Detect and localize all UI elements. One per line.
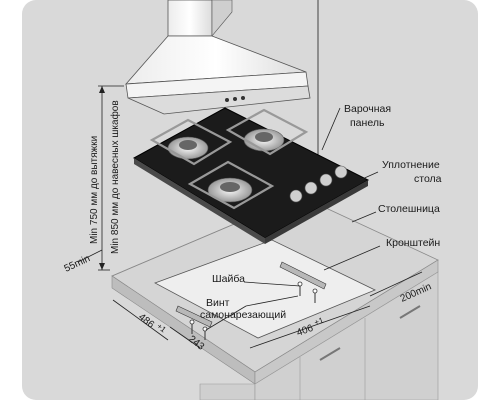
- bracket: [175, 305, 213, 328]
- label-seal-line1: Уплотнение: [382, 159, 440, 171]
- hood-knob: [233, 97, 237, 101]
- knob-icon: [334, 165, 348, 179]
- cooker-hood: [125, 0, 311, 115]
- hob-edge-front: [134, 158, 265, 244]
- dim-side-gap: 55min: [63, 253, 92, 274]
- brackets: [175, 261, 327, 340]
- svg-text:486: 486: [136, 312, 156, 331]
- hood-bottom: [127, 85, 311, 115]
- svg-text:406: 406: [295, 323, 315, 339]
- label-seal-line2: стола: [414, 173, 442, 185]
- bracket: [279, 261, 327, 290]
- dimension-line-side: [77, 249, 103, 263]
- leader-seal: [359, 171, 379, 181]
- cabinet-handle: [399, 305, 421, 319]
- hood-knob: [241, 96, 245, 100]
- dim-back-gap: 200min: [399, 281, 433, 304]
- dim-cutout-depth: 486 +1: [136, 312, 168, 335]
- label-bracket: Кронштейн: [386, 237, 440, 249]
- leader-screw: [245, 295, 299, 307]
- hob-edge-right: [265, 180, 368, 244]
- dim-hood-distance: Min 750 мм до вытяжки: [89, 136, 100, 244]
- dim-bracket-offset: 243: [186, 334, 206, 353]
- cabinet-handle: [319, 347, 341, 361]
- dimension-line-243: [169, 326, 201, 349]
- leader-worktop: [351, 211, 377, 223]
- dimension-line-back: [369, 271, 423, 297]
- control-knobs: [289, 165, 348, 203]
- leader-bracket: [323, 245, 381, 271]
- label-hob-line2: панель: [350, 117, 385, 129]
- label-washer: Шайба: [212, 273, 245, 285]
- burner-cap: [179, 140, 197, 150]
- dim-cutout-width: 406 +1: [295, 316, 325, 339]
- label-worktop: Столешница: [378, 203, 440, 215]
- knob-icon: [289, 189, 303, 203]
- kitchen-cabinet: [199, 271, 439, 400]
- label-hob-line1: Варочная: [344, 103, 391, 115]
- pan-supports: [149, 108, 309, 210]
- knob-icon: [319, 173, 333, 187]
- dimension-line-width: [249, 305, 371, 349]
- label-screw-line2: самонарезающий: [200, 309, 286, 321]
- burner-cap: [220, 182, 240, 192]
- label-screw-line1: Винт: [206, 297, 230, 309]
- gas-hob: [133, 107, 370, 244]
- hood-knob: [225, 98, 229, 102]
- dim-cabinet-distance: Min 850 мм до навесных шкафов: [109, 100, 121, 254]
- burner-cap: [255, 132, 273, 142]
- leader-hob: [321, 107, 341, 151]
- svg-text:+1: +1: [155, 322, 168, 335]
- dimension-line-depth: [112, 299, 169, 341]
- svg-text:+1: +1: [313, 316, 325, 328]
- knob-icon: [304, 181, 318, 195]
- leader-washer: [243, 281, 301, 287]
